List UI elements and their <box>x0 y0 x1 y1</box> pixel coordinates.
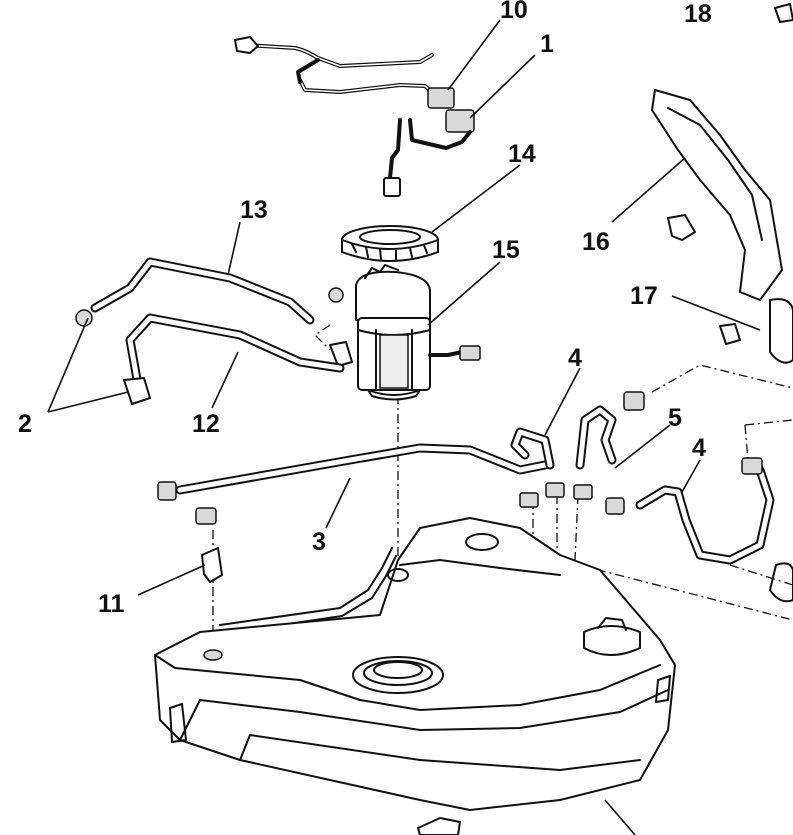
fuel-lines-12-13 <box>75 257 345 405</box>
fuel-pump-module-15 <box>329 264 481 401</box>
callout-11: 10 <box>500 0 528 24</box>
callout-18: 18 <box>684 0 712 28</box>
vapor-tube-3 <box>157 443 550 635</box>
wiring-harness <box>234 36 475 197</box>
callout-13: 13 <box>240 196 268 224</box>
callout-4-lower: 4 <box>692 434 706 462</box>
callout-3: 3 <box>312 528 326 556</box>
callout-12: 12 <box>192 410 220 438</box>
callout-17: 17 <box>630 282 658 310</box>
callout-1: 1 <box>540 30 554 58</box>
callout-15: 15 <box>492 236 520 264</box>
callout-16: 16 <box>582 228 610 256</box>
callout-4-upper: 4 <box>568 344 582 372</box>
callout-14: 14 <box>508 140 536 168</box>
callouts: 10 18 1 14 13 16 15 17 4 5 12 2 4 3 11 <box>18 0 712 618</box>
lock-ring-14 <box>341 225 439 262</box>
bracket-10 <box>195 507 223 583</box>
callout-2: 2 <box>18 410 32 438</box>
leader-lines <box>47 19 761 835</box>
callout-10: 11 <box>98 590 125 618</box>
callout-5: 5 <box>668 404 682 432</box>
heat-shield-16 <box>651 3 793 364</box>
fuel-tank <box>154 517 676 835</box>
hoses-4-5 <box>510 391 775 565</box>
part-18-fragment <box>769 562 793 603</box>
